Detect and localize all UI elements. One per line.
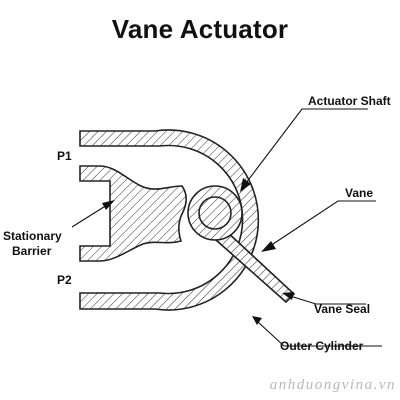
watermark-text: anhduongvina.vn — [270, 377, 396, 393]
p2-label: P2 — [57, 273, 72, 287]
diagram-title: Vane Actuator — [111, 14, 289, 44]
stationary-barrier-label-line2: Barrier — [12, 244, 52, 258]
vane-label: Vane — [345, 186, 373, 200]
vane-seal-label: Vane Seal — [314, 302, 370, 316]
actuator-shaft-label: Actuator Shaft — [308, 94, 391, 108]
stationary-barrier — [79, 165, 187, 262]
actuator-shaft-bore — [198, 196, 232, 230]
vane-leader — [261, 200, 376, 252]
p1-label: P1 — [57, 149, 72, 163]
outer-cylinder-wall — [79, 129, 260, 311]
stationary-barrier-leader — [71, 200, 115, 228]
actuator-shaft-hub — [187, 185, 243, 241]
outer-cylinder-leader — [252, 316, 382, 347]
actuator-shaft-leader — [240, 108, 368, 192]
outer-cylinder-label: Outer Cylinder — [280, 339, 364, 353]
stationary-barrier-label-line1: Stationary — [3, 229, 62, 243]
vane-seal-leader — [282, 292, 366, 305]
